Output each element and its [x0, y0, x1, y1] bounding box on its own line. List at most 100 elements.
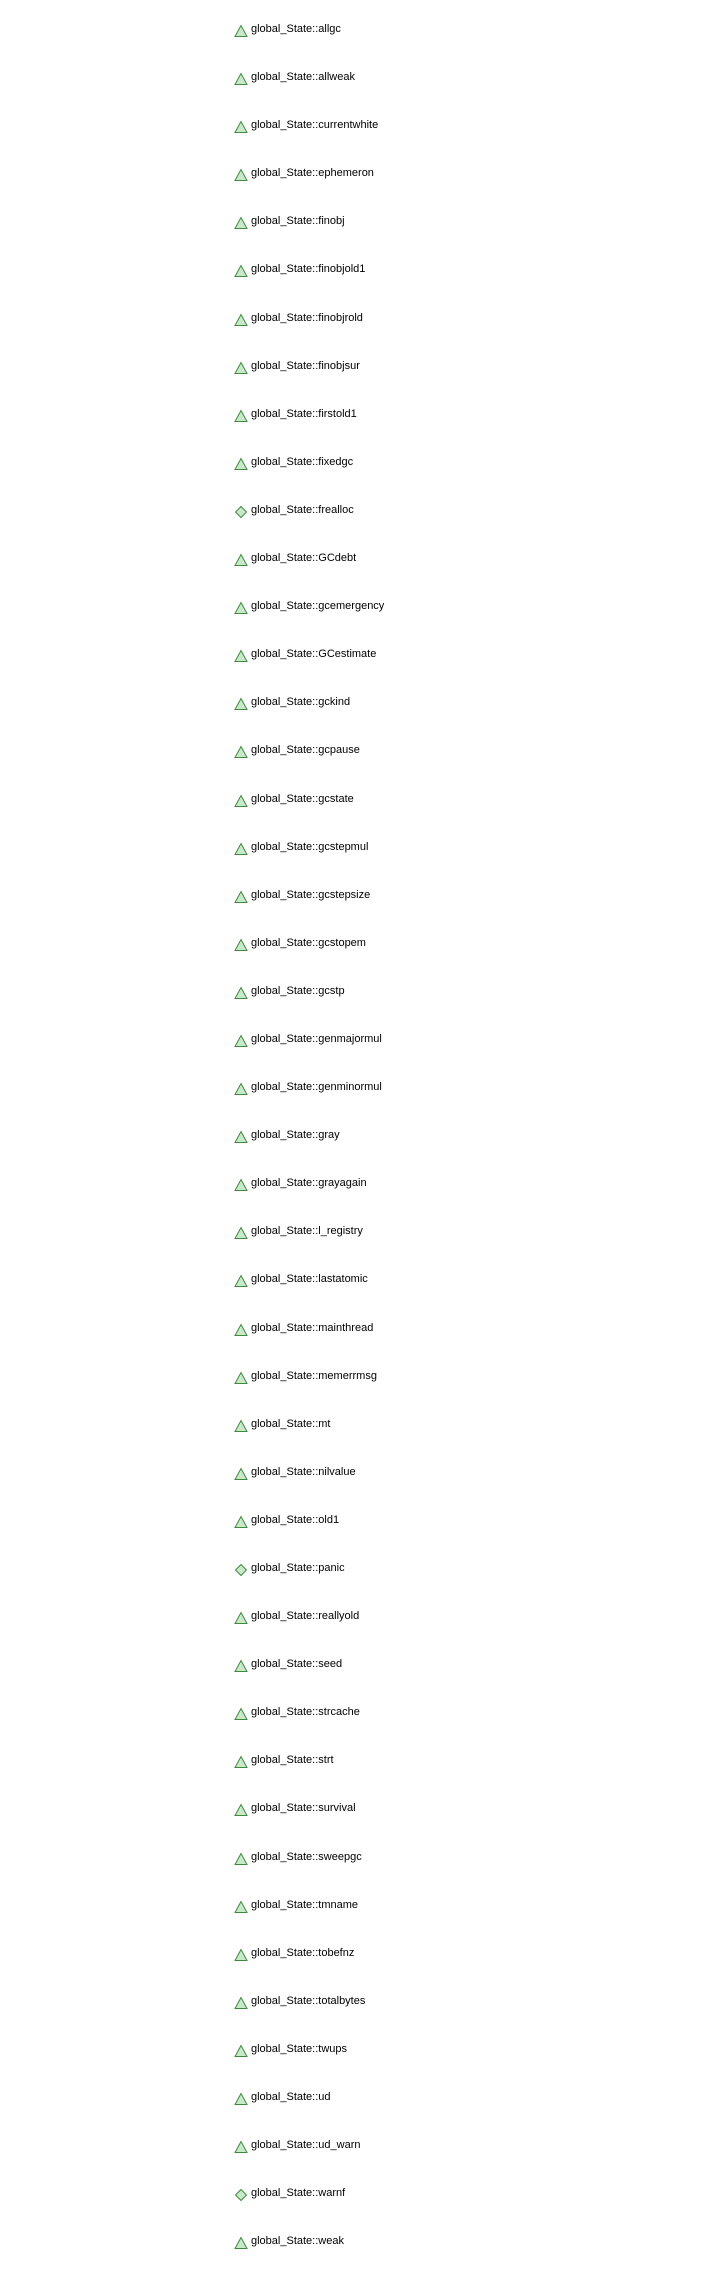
member-item[interactable]: global_State::finobjsur	[234, 357, 384, 405]
triangle-icon	[234, 24, 248, 38]
member-item[interactable]: global_State::tobefnz	[234, 1944, 384, 1992]
member-label: global_State::weak	[251, 2235, 344, 2248]
member-label: global_State::gcstepsize	[251, 888, 371, 901]
member-item[interactable]: global_State::gckind	[234, 693, 384, 741]
triangle-icon	[234, 264, 248, 278]
member-item[interactable]: global_State::ud_warn	[234, 2136, 384, 2184]
member-item[interactable]: global_State::gray	[234, 1126, 384, 1174]
triangle-icon	[234, 120, 248, 134]
triangle-icon	[234, 1467, 248, 1481]
member-item[interactable]: global_State::mainthread	[234, 1319, 384, 1367]
triangle-icon	[234, 361, 248, 375]
member-item[interactable]: global_State::gcstate	[234, 790, 384, 838]
diamond-icon	[234, 2188, 248, 2202]
triangle-icon	[234, 1707, 248, 1721]
triangle-icon	[234, 1322, 248, 1337]
triangle-icon	[234, 216, 248, 230]
member-label: global_State::ud_warn	[251, 2139, 361, 2152]
triangle-icon	[234, 697, 248, 711]
member-item[interactable]: global_State::gcstepsize	[234, 886, 384, 934]
triangle-icon	[234, 1034, 248, 1048]
triangle-icon	[234, 457, 248, 471]
member-item[interactable]: global_State::survival	[234, 1799, 384, 1847]
triangle-icon	[234, 313, 248, 327]
member-item[interactable]: global_State::grayagain	[234, 1174, 384, 1222]
member-item[interactable]: global_State::ud	[234, 2088, 384, 2136]
member-item[interactable]: global_State::tmname	[234, 1896, 384, 1944]
triangle-icon	[234, 1371, 248, 1385]
member-item[interactable]: global_State::GCestimate	[234, 645, 384, 693]
member-label: global_State::warnf	[251, 2187, 346, 2200]
member-label: global_State::finobjold1	[251, 263, 366, 276]
triangle-icon	[234, 1082, 248, 1096]
member-label: global_State::firstold1	[251, 407, 357, 420]
member-label: global_State::allweak	[251, 71, 355, 84]
member-item[interactable]: global_State::memerrmsg	[234, 1367, 384, 1415]
member-label: global_State::seed	[251, 1658, 343, 1671]
member-item[interactable]: global_State::finobjrold	[234, 309, 384, 357]
triangle-icon	[234, 553, 248, 567]
member-item[interactable]: global_State::allgc	[234, 20, 384, 68]
member-label: global_State::mainthread	[251, 1321, 374, 1334]
member-item[interactable]: global_State::gcstepmul	[234, 838, 384, 886]
member-item[interactable]: global_State::sweepgc	[234, 1848, 384, 1896]
member-label: global_State::frealloc	[251, 503, 354, 516]
triangle-icon	[234, 649, 248, 663]
member-label: global_State::GCestimate	[251, 648, 377, 661]
member-item[interactable]: global_State::seed	[234, 1655, 384, 1703]
triangle-icon	[234, 72, 248, 86]
member-item[interactable]: global_State::old1	[234, 1511, 384, 1559]
member-item[interactable]: global_State::ephemeron	[234, 164, 384, 212]
member-item[interactable]: global_State::twups	[234, 2040, 384, 2088]
triangle-icon	[234, 1611, 248, 1625]
member-item[interactable]: global_State::gcstopem	[234, 934, 384, 982]
member-item[interactable]: global_State::panic	[234, 1559, 384, 1607]
member-item[interactable]: global_State::gcstp	[234, 982, 384, 1030]
triangle-icon	[234, 1996, 248, 2010]
triangle-icon	[234, 1130, 248, 1144]
member-item[interactable]: global_State::allweak	[234, 68, 384, 116]
member-label: global_State::totalbytes	[251, 1994, 366, 2007]
member-label: global_State::twups	[251, 2042, 348, 2055]
member-label: global_State::strt	[251, 1754, 334, 1767]
diamond-icon	[234, 1563, 248, 1577]
member-item[interactable]: global_State::totalbytes	[234, 1992, 384, 2040]
member-label: global_State::currentwhite	[251, 119, 379, 132]
member-item[interactable]: global_State::finobjold1	[234, 260, 384, 308]
member-label: global_State::ephemeron	[251, 167, 374, 180]
member-item[interactable]: global_State::lastatomic	[234, 1270, 384, 1318]
member-item[interactable]: global_State::frealloc	[234, 501, 384, 549]
member-item[interactable]: global_State::strt	[234, 1751, 384, 1799]
member-item[interactable]: global_State::weak	[234, 2232, 384, 2280]
member-label: global_State::memerrmsg	[251, 1369, 377, 1382]
member-item[interactable]: global_State::strcache	[234, 1703, 384, 1751]
triangle-icon	[234, 1755, 248, 1769]
member-item[interactable]: global_State::currentwhite	[234, 116, 384, 164]
member-label: global_State::tmname	[251, 1898, 359, 1911]
member-label: global_State::l_registry	[251, 1225, 363, 1238]
triangle-icon	[234, 601, 248, 615]
member-item[interactable]: global_State::warnf	[234, 2184, 384, 2232]
member-item[interactable]: global_State::gcpause	[234, 741, 384, 789]
member-item[interactable]: global_State::GCdebt	[234, 549, 384, 597]
member-item[interactable]: global_State::genminormul	[234, 1078, 384, 1126]
member-item[interactable]: global_State::nilvalue	[234, 1463, 384, 1511]
member-item[interactable]: global_State::reallyold	[234, 1607, 384, 1655]
member-item[interactable]: global_State::firstold1	[234, 405, 384, 453]
member-item[interactable]: global_State::finobj	[234, 212, 384, 260]
member-item[interactable]: global_State::fixedgc	[234, 453, 384, 501]
triangle-icon	[234, 1419, 248, 1433]
member-item[interactable]: global_State::l_registry	[234, 1222, 384, 1270]
member-label: global_State::genminormul	[251, 1081, 382, 1094]
member-label: global_State::finobj	[251, 215, 345, 228]
member-label: global_State::grayagain	[251, 1177, 367, 1190]
member-item[interactable]: global_State::gcemergency	[234, 597, 384, 645]
member-label: global_State::finobjsur	[251, 359, 360, 372]
member-label: global_State::gcemergency	[251, 600, 385, 613]
member-item[interactable]: global_State::mt	[234, 1415, 384, 1463]
member-label: global_State::finobjrold	[251, 311, 363, 324]
member-item[interactable]: global_State::genmajormul	[234, 1030, 384, 1078]
member-label: global_State::genmajormul	[251, 1032, 382, 1045]
